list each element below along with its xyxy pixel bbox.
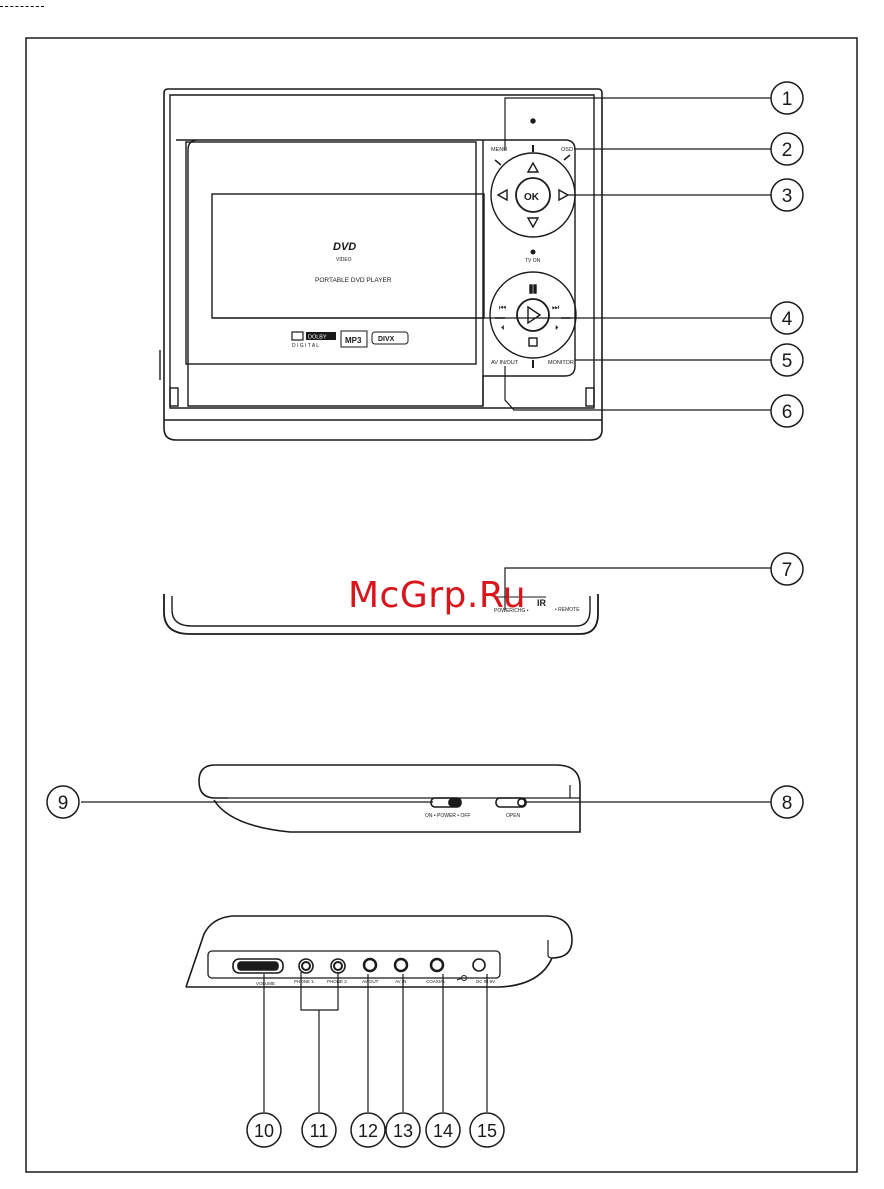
callout-number-4: 4 bbox=[782, 309, 793, 330]
phone1-jack bbox=[302, 962, 310, 970]
remote-label: • REMOTE bbox=[555, 607, 580, 613]
right-arrow-icon bbox=[559, 190, 568, 200]
watermark: McGrp.Ru bbox=[348, 575, 526, 616]
dc-in-jack bbox=[473, 959, 485, 971]
dolby-digital: D I G I T A L bbox=[292, 343, 319, 349]
phone1-label: PHONE 1 bbox=[294, 979, 314, 984]
pause-bar-1 bbox=[530, 285, 532, 293]
step-fwd-icon: ⏵ bbox=[555, 325, 559, 332]
av-in-jack bbox=[395, 959, 407, 971]
av-in-out-label: AV IN/OUT bbox=[491, 360, 519, 366]
hinge-left bbox=[170, 388, 178, 406]
step-back-icon: ⏴ bbox=[501, 325, 505, 332]
hinge-right bbox=[586, 388, 594, 406]
callout-number-6: 6 bbox=[782, 402, 793, 423]
dolby-icon bbox=[292, 332, 303, 340]
playback-pad bbox=[490, 272, 576, 358]
phone2-label: PHONE 2 bbox=[327, 979, 347, 984]
next-icon: ⏭ bbox=[552, 303, 559, 312]
callout-number-13: 13 bbox=[393, 1121, 413, 1141]
callout-number-1: 1 bbox=[782, 89, 793, 110]
callout-number-9: 9 bbox=[58, 793, 69, 814]
monitor-label: MONITOR bbox=[548, 360, 574, 366]
callout-number-10: 10 bbox=[254, 1121, 274, 1141]
open-label: OPEN bbox=[506, 813, 521, 819]
osd-label: OSD bbox=[561, 147, 573, 153]
dolby-text: DOLBY bbox=[308, 335, 327, 341]
leader-6 bbox=[505, 366, 771, 410]
model-label: PORTABLE DVD PLAYER bbox=[315, 277, 392, 284]
phone2-jack bbox=[334, 962, 342, 970]
down-arrow-icon bbox=[528, 218, 538, 227]
osd-indicator bbox=[564, 155, 570, 160]
ir-label: IR bbox=[537, 598, 547, 608]
front-view: ⏮ ⏭ ⏴ ⏵ bbox=[160, 89, 602, 440]
callout-number-3: 3 bbox=[782, 186, 793, 207]
av-in-label: AV IN bbox=[395, 979, 406, 984]
left-side-view bbox=[186, 916, 572, 987]
screen-recess bbox=[176, 140, 575, 406]
brand-sub: VIDEO bbox=[336, 257, 352, 263]
screen-panel bbox=[186, 142, 476, 364]
callout-number-2: 2 bbox=[782, 140, 793, 161]
leader-1 bbox=[505, 98, 771, 150]
callout-number-11: 11 bbox=[310, 1121, 329, 1141]
disc-window bbox=[212, 194, 484, 318]
callout-number-14: 14 bbox=[433, 1121, 453, 1141]
brand-logo: DVD bbox=[333, 241, 356, 253]
volume-label: VOLUME bbox=[256, 981, 275, 986]
mp3-text: MP3 bbox=[345, 336, 362, 345]
dc-in-label: DC IN 9V bbox=[476, 979, 495, 984]
divx-text: DIVX bbox=[378, 336, 395, 343]
ok-label: OK bbox=[524, 192, 540, 203]
ir-sensor-dot bbox=[531, 119, 535, 123]
pause-bar-2 bbox=[534, 285, 536, 293]
callout-number-15: 15 bbox=[477, 1121, 497, 1141]
callout-number-5: 5 bbox=[782, 351, 793, 372]
callout-number-12: 12 bbox=[358, 1121, 378, 1141]
callout-number-7: 7 bbox=[782, 560, 793, 581]
stop-icon bbox=[529, 338, 537, 346]
left-lid-inner bbox=[548, 940, 552, 958]
prev-icon: ⏮ bbox=[499, 303, 506, 312]
side-lid-curve bbox=[199, 765, 228, 798]
left-arrow-icon bbox=[498, 190, 507, 200]
right-side-labels: ON • POWER • OFF OPEN bbox=[425, 813, 521, 819]
av-out-jack bbox=[364, 959, 376, 971]
tv-on-label: TV ON bbox=[525, 258, 541, 264]
open-switch-knob bbox=[518, 799, 525, 806]
up-arrow-icon bbox=[528, 163, 538, 172]
play-icon bbox=[528, 307, 540, 323]
menu-indicator bbox=[495, 160, 501, 165]
front-labels: DVD VIDEO PORTABLE DVD PLAYER DOLBY D I … bbox=[292, 147, 574, 366]
volume-wheel bbox=[238, 962, 278, 970]
power-switch-knob bbox=[449, 799, 460, 806]
coaxial-jack bbox=[431, 959, 443, 971]
power-switch-label: ON • POWER • OFF bbox=[425, 813, 470, 819]
av-out-label: AV OUT bbox=[362, 979, 379, 984]
tv-on-led bbox=[531, 250, 535, 254]
callout-number-8: 8 bbox=[782, 793, 793, 814]
right-side-view bbox=[199, 765, 580, 832]
play-button bbox=[517, 299, 549, 331]
left-side-labels: VOLUME PHONE 1 PHONE 2 AV OUT AV IN COAX… bbox=[256, 979, 495, 986]
